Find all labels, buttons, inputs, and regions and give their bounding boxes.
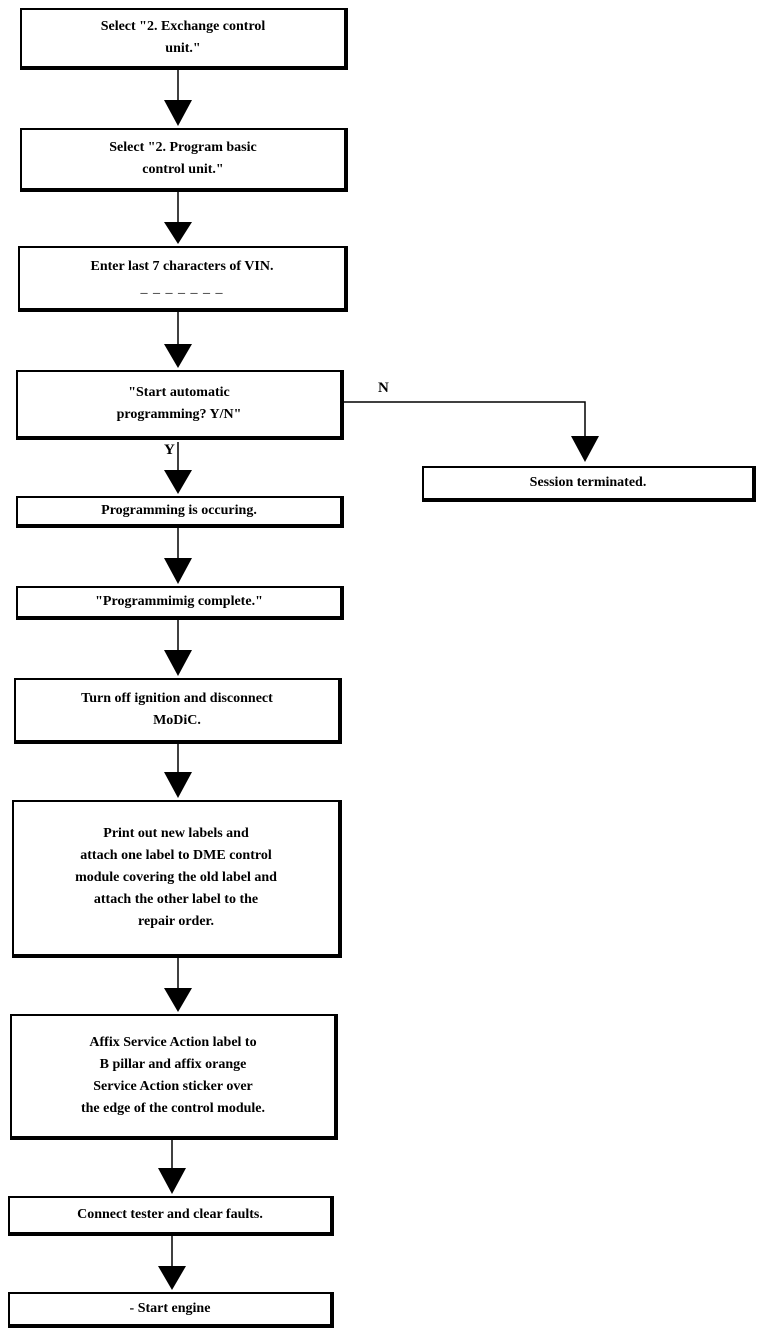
flow-arrow (164, 222, 192, 244)
flow-arrow (164, 772, 192, 798)
step-affix-service-action-label: Affix Service Action label to B pillar an… (10, 1014, 338, 1140)
step-text-line: B pillar and affix orange (99, 1057, 247, 1072)
branch-label-no: N (378, 380, 389, 396)
step-text-line: Affix Service Action label to (89, 1035, 257, 1050)
step-text-line: the edge of the control module. (80, 1101, 266, 1116)
step-text-line: repair order. (138, 914, 214, 929)
step-text-line: unit." (165, 41, 201, 56)
step-text-line: - Start engine (129, 1301, 211, 1316)
flow-arrow (571, 436, 599, 462)
flow-arrow (164, 988, 192, 1012)
step-text-line: Select "2. Program basic (109, 140, 257, 155)
flow-arrow (158, 1168, 186, 1194)
step-connect-tester: Connect tester and clear faults. (8, 1196, 334, 1236)
step-print-labels: Print out new labels and attach one label… (12, 800, 342, 958)
step-session-terminated: Session terminated. (422, 466, 756, 502)
flow-arrow (164, 558, 192, 584)
step-text-line: MoDiC. (153, 713, 201, 728)
step-text-line: Print out new labels and (103, 826, 249, 841)
branch-label-yes: Y (164, 442, 175, 458)
step-text-line: Programming is occuring. (101, 503, 257, 518)
step-text-line: Enter last 7 characters of VIN. (90, 259, 274, 274)
step-text-line: Connect tester and clear faults. (77, 1207, 263, 1222)
flow-arrow (164, 650, 192, 676)
step-text-line: Turn off ignition and disconnect (81, 691, 273, 706)
flow-arrow (164, 344, 192, 368)
flow-arrow (164, 470, 192, 494)
step-text-line: control unit." (142, 162, 224, 177)
step-enter-vin-characters: Enter last 7 characters of VIN. _ _ _ _ _… (18, 246, 348, 312)
step-text-line: "Start automatic (128, 385, 230, 400)
vin-entry-blanks: _ _ _ _ _ _ _ (140, 281, 224, 296)
step-text-line: attach one label to DME control (80, 848, 272, 863)
step-select-exchange-control-unit: Select "2. Exchange control unit." (20, 8, 348, 70)
step-text-line: module covering the old label and (75, 870, 277, 885)
step-text-line: Session terminated. (529, 475, 647, 490)
step-start-automatic-programming: "Start automatic programming? Y/N" (16, 370, 344, 440)
step-start-engine: - Start engine (8, 1292, 334, 1328)
step-text-line: programming? Y/N" (116, 407, 242, 422)
step-programming-complete: "Programmimig complete." (16, 586, 344, 620)
step-text-line: Service Action sticker over (93, 1079, 253, 1094)
step-text-line: "Programmimig complete." (95, 594, 263, 609)
step-programming-occurring: Programming is occuring. (16, 496, 344, 528)
step-select-program-basic-control-unit: Select "2. Program basic control unit." (20, 128, 348, 192)
step-text-line: Select "2. Exchange control (100, 19, 266, 34)
flow-arrow (164, 100, 192, 126)
flow-arrow (158, 1266, 186, 1290)
step-text-line: attach the other label to the (93, 892, 259, 907)
